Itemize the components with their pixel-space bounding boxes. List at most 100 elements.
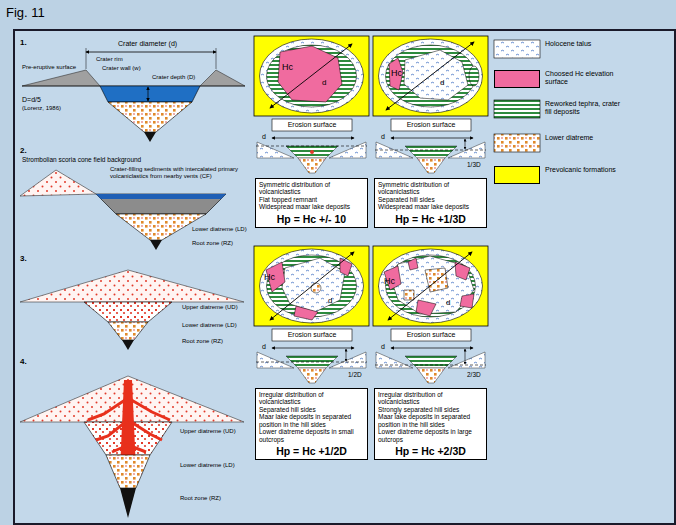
map-a: [278, 46, 342, 102]
section-4: [88, 398, 128, 420]
description-line: Lower diatreme deposits in large outcrop…: [378, 428, 483, 443]
legend-text: Holocene talus: [545, 40, 625, 48]
section-2: [96, 194, 226, 199]
surface-label: Hc: [391, 68, 402, 78]
formula-text: Hp = Hc +2/3D: [378, 445, 483, 457]
section-number: 1.: [20, 38, 27, 47]
map-d: [379, 249, 483, 323]
map-d: [408, 258, 418, 270]
section-number: 3.: [20, 254, 27, 263]
description-line: Maar lake deposits in separated position…: [378, 413, 483, 428]
dimension-label: d: [322, 78, 326, 87]
map-b: [469, 66, 479, 86]
erosion-section-c: [256, 362, 367, 363]
map-b: [373, 36, 488, 116]
erosion-section-a: [272, 119, 352, 131]
map-c: [294, 306, 318, 320]
erosion-section-d: [391, 329, 471, 341]
section-4: [106, 455, 150, 488]
description-line: Strongly separated hill sides: [378, 406, 483, 413]
section-2: [150, 240, 162, 250]
citation-label: (Lorenz, 1986): [22, 105, 61, 112]
erosion-section-c: [272, 329, 352, 341]
erosion-section-b: [375, 150, 486, 151]
description-line: Lower diatreme deposits in small outcrop…: [259, 428, 364, 443]
part-label: Root zone (RZ): [192, 240, 233, 247]
map-b: [373, 36, 488, 116]
description-box: Symmetric distribution of volcaniclastic…: [255, 178, 368, 228]
section-title: Erosion surface: [272, 329, 352, 341]
description-line: Symmetric distribution of volcaniclastic…: [259, 181, 364, 196]
erosion-section-c: [256, 329, 367, 383]
section-number: 2.: [20, 146, 27, 155]
section-title: Erosion surface: [272, 119, 352, 131]
legend-pattern-swatches: [494, 40, 540, 152]
map-b: [379, 39, 483, 113]
map-d: [373, 246, 488, 326]
erosion-section-a: [298, 158, 326, 173]
legend-text: Reworked tephra, crater fill deposits: [545, 100, 625, 116]
erosion-section-b: [465, 139, 466, 149]
map-d: [384, 266, 401, 290]
legend-text: Choosed Hc elevation surface: [545, 70, 625, 86]
map-d: [460, 294, 474, 308]
section-1: [22, 48, 245, 142]
section-3: [20, 270, 244, 350]
section-1: [22, 70, 100, 86]
dimension-label: d: [381, 133, 385, 141]
map-d: [455, 262, 470, 280]
erosion-section-c: [298, 368, 326, 383]
dimension-label: 1/3D: [467, 161, 481, 168]
erosion-section-c: [329, 352, 366, 368]
section-3: [108, 322, 148, 340]
dimension-label: Crater depth (D): [152, 74, 195, 81]
description-line: Separated hill sides: [378, 196, 483, 203]
erosion-section-a: [286, 146, 338, 158]
formula-text: Hp = Hc +/- 10: [259, 213, 364, 225]
part-label: Upper diatreme (UD): [180, 428, 236, 435]
erosion-section-b: [391, 138, 473, 139]
surface-label: Hc: [264, 272, 275, 282]
erosion-section-b: [405, 146, 457, 158]
part-label: Lower diatreme (LD): [180, 462, 235, 469]
part-label: Strombolian scoria cone field background: [22, 156, 141, 163]
part-label: Lower diatreme (LD): [182, 322, 237, 329]
map-d: [425, 268, 448, 292]
erosion-section-d: [417, 368, 445, 383]
section-4: [96, 420, 128, 440]
dimension-label: Crater diameter (d): [118, 40, 177, 48]
dimension-label: d: [262, 133, 266, 141]
map-d: [373, 246, 488, 326]
section-1: [144, 132, 156, 142]
description-line: Widespread maar lake deposits: [259, 203, 364, 210]
map-c: [254, 246, 369, 326]
description-line: Widespread maar lake deposits: [378, 203, 483, 210]
map-d: [404, 290, 414, 300]
map-b: [386, 42, 474, 110]
map-c: [260, 249, 364, 323]
section-number: 4.: [20, 357, 27, 366]
description-line: Irregular distribution of volcaniclastic…: [259, 391, 364, 406]
erosion-section-a: [272, 138, 354, 139]
map-c: [270, 252, 354, 320]
legend-pattern-swatches: [494, 100, 540, 118]
part-label: Root zone (RZ): [182, 338, 223, 345]
legend-swatch: [494, 166, 540, 184]
section-2: [20, 170, 226, 250]
erosion-section-d: [376, 352, 413, 368]
erosion-section-a: [256, 146, 367, 147]
dimension-label: 2/3D: [467, 371, 481, 378]
map-c: [340, 258, 352, 276]
section-1: [200, 70, 245, 86]
map-c: [311, 283, 321, 293]
legend-pattern-swatches: [494, 134, 540, 152]
section-3: [122, 340, 134, 350]
part-label: Pre-eruptive surface: [22, 64, 76, 71]
description-line: Symmetric distribution of volcaniclastic…: [378, 181, 483, 196]
legend-text: Prevolcanic formations: [545, 166, 625, 174]
erosion-section-d: [448, 352, 485, 368]
erosion-section-d: [375, 329, 486, 383]
dimension-label: d: [440, 78, 444, 87]
map-d: [416, 300, 436, 316]
